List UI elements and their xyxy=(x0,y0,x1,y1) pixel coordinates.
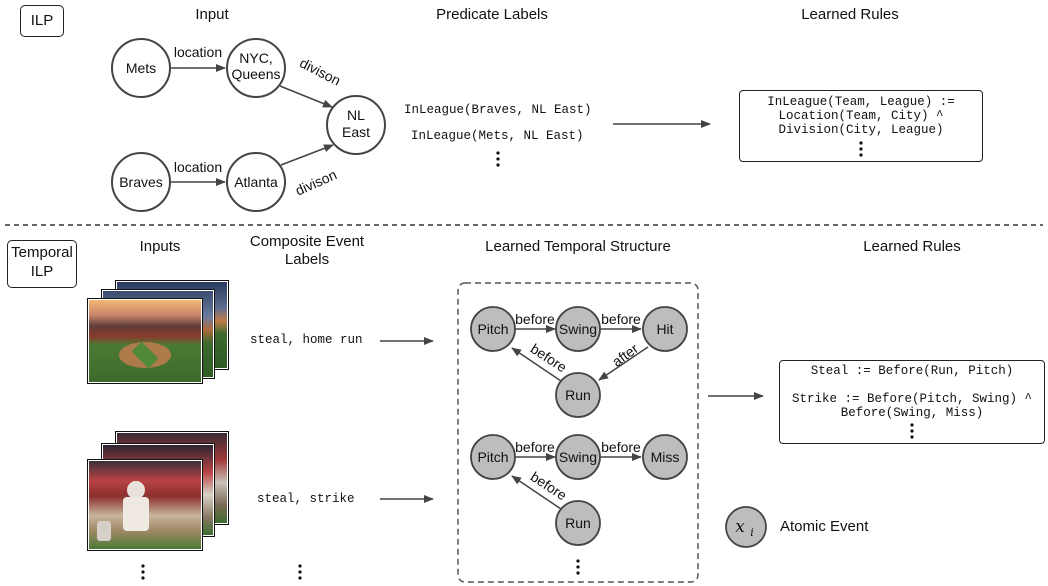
header-learned-rules-bottom: Learned Rules xyxy=(863,238,961,255)
g1-node-hit: Hit xyxy=(642,306,688,352)
header-composite-l1: Composite Event xyxy=(249,233,365,250)
rule-line-1: InLeague(Team, League) := xyxy=(767,95,955,109)
g1-node-swing: Swing xyxy=(555,306,601,352)
svg-text:Run: Run xyxy=(565,515,591,531)
header-input: Input xyxy=(195,6,229,23)
svg-text:Swing: Swing xyxy=(559,449,597,465)
svg-text:East: East xyxy=(342,124,370,140)
svg-text:i: i xyxy=(750,526,754,539)
header-learned-rules-top: Learned Rules xyxy=(801,6,899,23)
temporal-rule-line-3: Before(Swing, Miss) xyxy=(840,406,984,420)
g1-node-pitch: Pitch xyxy=(470,306,516,352)
edge-nyc-nl xyxy=(279,85,333,108)
temporal-rule-line-1: Steal := Before(Run, Pitch) xyxy=(810,364,1014,378)
ilp-tag-text: ILP xyxy=(30,12,54,29)
header-composite-l2: Labels xyxy=(284,251,330,268)
structure-ellipsis xyxy=(576,559,580,575)
svg-text:Braves: Braves xyxy=(119,174,163,190)
temporal-ilp-tag: Temporal ILP xyxy=(7,240,77,288)
g1-edge-run-pitch xyxy=(511,347,562,382)
video-stack-strike xyxy=(87,431,229,551)
g1-label-before-1: before xyxy=(515,311,555,327)
edge-label-division-1: divison xyxy=(297,55,343,89)
g2-label-before-2: before xyxy=(601,439,641,455)
g1-edge-hit-run xyxy=(598,346,649,381)
temporal-rule-line-2: Strike := Before(Pitch, Swing) ^ xyxy=(791,392,1033,406)
rules-ellipsis-top xyxy=(859,141,863,157)
svg-text:NYC,: NYC, xyxy=(239,50,272,66)
g1-label-before-2: before xyxy=(601,311,641,327)
header-composite-event: Composite Event Labels xyxy=(232,233,382,269)
g1-node-run: Run xyxy=(555,372,601,418)
composite-label-1: steal, home run xyxy=(250,333,363,347)
node-atlanta: Atlanta xyxy=(226,152,286,212)
svg-text:Hit: Hit xyxy=(656,321,673,337)
svg-text:Swing: Swing xyxy=(559,321,597,337)
g2-label-before-1: before xyxy=(515,439,555,455)
video-frame-front xyxy=(87,298,203,384)
header-learned-temporal-structure: Learned Temporal Structure xyxy=(485,238,671,255)
temporal-tag-line-1: Temporal xyxy=(11,244,73,261)
header-predicate-labels: Predicate Labels xyxy=(436,6,548,23)
node-braves: Braves xyxy=(111,152,171,212)
edge-label-location-2: location xyxy=(174,159,222,175)
edge-label-division-2: divison xyxy=(293,166,339,198)
predicate-label-1: InLeague(Braves, NL East) xyxy=(404,103,592,117)
g2-node-pitch: Pitch xyxy=(470,434,516,480)
svg-text:Atlanta: Atlanta xyxy=(234,174,278,190)
video-stack-home-run xyxy=(87,280,229,385)
g2-node-miss: Miss xyxy=(642,434,688,480)
temporal-structure-box xyxy=(457,282,699,583)
edge-label-location-1: location xyxy=(174,44,222,60)
legend-atomic-event-node: x i xyxy=(725,506,767,548)
predicate-label-2: InLeague(Mets, NL East) xyxy=(411,129,584,143)
svg-text:Mets: Mets xyxy=(126,60,156,76)
svg-text:Run: Run xyxy=(565,387,591,403)
svg-text:NL: NL xyxy=(347,107,365,123)
ilp-tag: ILP xyxy=(20,5,64,37)
edge-atlanta-nl xyxy=(280,144,334,166)
svg-text:Pitch: Pitch xyxy=(477,449,508,465)
temporal-tag-line-2: ILP xyxy=(30,263,54,280)
learned-rules-box-top: InLeague(Team, League) := Location(Team,… xyxy=(739,90,983,162)
inputs-ellipsis xyxy=(141,564,145,580)
node-nl-east: NL East xyxy=(326,95,386,155)
rules-ellipsis-bottom xyxy=(910,423,914,439)
learned-rules-box-bottom: Steal := Before(Run, Pitch) Strike := Be… xyxy=(779,360,1045,444)
g2-node-swing: Swing xyxy=(555,434,601,480)
svg-text:Miss: Miss xyxy=(651,449,680,465)
g2-node-run: Run xyxy=(555,500,601,546)
header-inputs: Inputs xyxy=(139,238,181,255)
labels-ellipsis xyxy=(298,564,302,580)
rule-line-3: Division(City, League) xyxy=(778,123,944,137)
node-nyc-queens: NYC, Queens xyxy=(226,38,286,98)
svg-text:Pitch: Pitch xyxy=(477,321,508,337)
composite-label-2: steal, strike xyxy=(257,492,355,506)
legend-atomic-event-label: Atomic Event xyxy=(780,518,869,535)
video-frame-front-2 xyxy=(87,459,203,551)
g1-label-after: after xyxy=(609,340,641,370)
predicate-ellipsis xyxy=(496,151,500,167)
svg-text:Queens: Queens xyxy=(231,66,280,82)
g2-edge-run-pitch xyxy=(511,475,562,510)
rule-line-2: Location(Team, City) ^ xyxy=(778,109,944,123)
svg-text:x: x xyxy=(735,517,745,537)
node-mets: Mets xyxy=(111,38,171,98)
